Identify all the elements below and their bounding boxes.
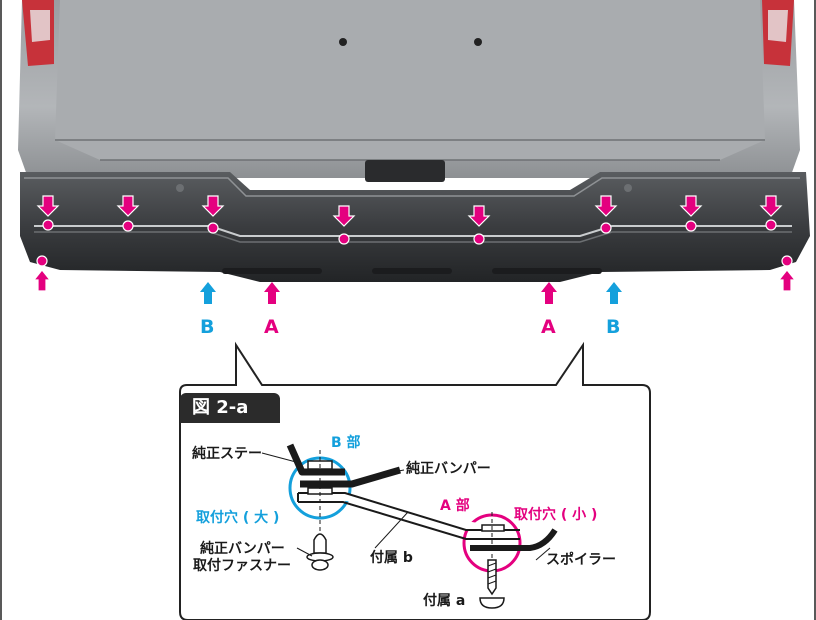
label-spoiler: スポイラー bbox=[546, 552, 616, 568]
down-arrow-marker bbox=[116, 195, 140, 232]
tailgate-bolt-left bbox=[339, 38, 347, 46]
down-arrow-marker bbox=[594, 195, 618, 234]
mount-point-arrows bbox=[200, 282, 622, 304]
down-arrow-marker bbox=[201, 195, 225, 234]
truck-rear-photo bbox=[18, 0, 800, 182]
spoiler-shape bbox=[470, 528, 558, 551]
a-left-arrow bbox=[264, 282, 280, 304]
label-accessory-a: 付属 a bbox=[423, 593, 466, 609]
label-accessory-b: 付属 b bbox=[370, 550, 413, 566]
b-right-arrow bbox=[606, 282, 622, 304]
label-b-part: B 部 bbox=[331, 435, 361, 451]
label-oem-stay: 純正ステー bbox=[192, 446, 262, 462]
down-arrow-marker bbox=[332, 205, 356, 245]
label-a-left: A bbox=[264, 316, 279, 338]
label-oem-bumper: 純正バンパー bbox=[406, 461, 491, 477]
a-right-arrow bbox=[541, 282, 557, 304]
oem-stay-shape bbox=[286, 443, 345, 476]
down-arrow-marker bbox=[759, 195, 783, 231]
oem-bumper-shape bbox=[300, 466, 401, 488]
label-a-part: A 部 bbox=[440, 498, 470, 514]
hitch-receiver bbox=[365, 160, 445, 182]
up-arrow-marker-left-side bbox=[32, 255, 52, 292]
tailgate-bolt-right bbox=[474, 38, 482, 46]
label-fastener-line2: 取付ファスナー bbox=[193, 558, 291, 574]
label-a-right: A bbox=[541, 316, 556, 338]
down-arrow-marker bbox=[36, 195, 60, 231]
down-arrow-marker bbox=[679, 195, 703, 232]
spoiler-clip-markers bbox=[32, 195, 797, 292]
label-fastener-line1: 純正バンパー bbox=[200, 541, 285, 557]
callout-balloon bbox=[179, 341, 651, 620]
label-b-left: B bbox=[200, 316, 215, 338]
up-arrow-marker-right-side bbox=[777, 255, 797, 292]
figure-title: 図 2-a bbox=[180, 393, 280, 423]
label-b-right: B bbox=[606, 316, 621, 338]
label-hole-small: 取付穴 ( 小 ) bbox=[514, 507, 598, 523]
oem-fastener-icon bbox=[306, 533, 334, 571]
detail-drawing bbox=[261, 443, 558, 609]
accessory-a-screw-icon bbox=[479, 559, 505, 609]
down-arrow-marker bbox=[467, 205, 491, 245]
label-hole-large: 取付穴 ( 大 ) bbox=[196, 510, 280, 526]
b-left-arrow bbox=[200, 282, 216, 304]
